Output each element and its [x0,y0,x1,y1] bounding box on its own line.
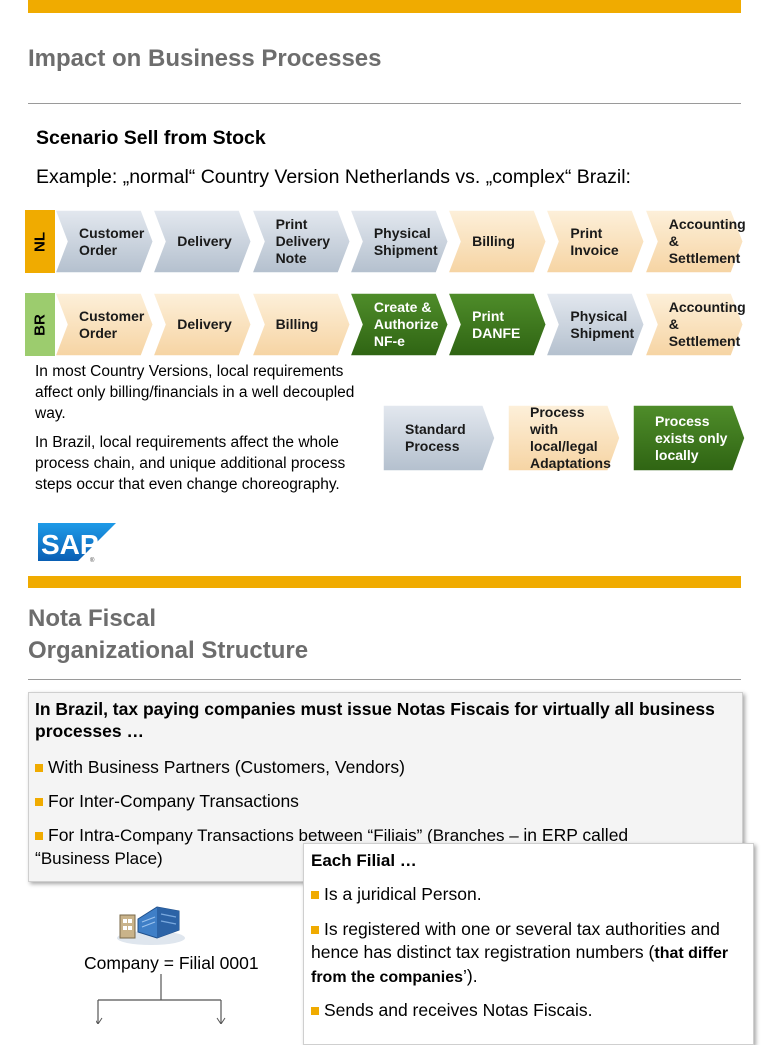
row-tag-nl: NL [25,210,55,273]
paragraph-decoupled: In most Country Versions, local requirem… [35,363,355,422]
bullet-text-e: Business Place) [40,849,163,868]
bullet-text-a: Is registered with one or several tax au… [311,919,720,962]
slide-title: Impact on Business Processes [28,45,382,72]
process-step-label: Physical Shipment [373,224,438,258]
bullet-icon [35,798,43,806]
building-icon [115,898,187,946]
chevron-shape [448,210,547,273]
bullet-text: Is a juridical Person. [324,884,482,904]
box-heading: In Brazil, tax paying companies must iss… [35,699,715,741]
bullet-business-partners: With Business Partners (Customers, Vendo… [35,756,405,779]
chevron-shape [546,210,645,273]
bullet-text-c: ’). [463,966,478,986]
chevron-shape [349,293,449,356]
bullet-icon [311,926,319,934]
bullet-text-b: Company Transactions between “Filiais” (… [119,826,524,845]
bullet-text: With Business Partners (Customers, Vendo… [48,757,405,777]
each-filial-box: Each Filial … Is a juridical Person. Is … [303,843,754,1045]
chevron-shape [508,405,620,471]
process-step-label: Process with local/legal Adaptations [530,404,611,471]
process-step-label: Accounting & Settlement [668,299,746,349]
org-tree-connectors [93,974,226,1025]
chevron-shape [633,405,745,471]
paragraph-brazil-chain: In Brazil, local requirements affect the… [35,434,346,493]
process-step-label: Delivery [177,316,232,332]
row-tag-br: BR [25,293,55,356]
bullet-icon [35,832,43,840]
process-step-label: Customer Order [79,307,145,341]
chevron-shape [153,210,252,273]
filial-bullet-registered: Is registered with one or several tax au… [311,918,741,989]
filial-heading: Each Filial … [311,851,417,870]
bullet-intra-company: For Intra-Company Transactions between “… [35,824,735,870]
process-row-netherlands: NL Customer Order Delivery Print Delivery … [25,210,746,273]
chevron-shape [383,405,495,471]
chevron-shape [55,210,154,273]
bullet-icon [311,1007,319,1015]
process-step-label: Print Delivery Note [275,216,331,266]
bullet-text-a: For Intra- [48,825,120,845]
bullet-inter-company: For Inter-Company Transactions [35,790,299,813]
bullet-text: Sends and receives Notas Fiscais. [324,1000,593,1020]
scenario-subtitle: Scenario Sell from Stock [36,127,266,149]
slide2-title-line2: Organizational Structure [28,637,309,664]
process-step-label: Standard Process [405,421,466,454]
filial-bullet-sends: Sends and receives Notas Fiscais. [311,999,592,1022]
bullet-text-c: in ERP called [523,825,629,845]
process-step-label: Physical Shipment [570,307,635,341]
top-accent-bar [28,0,741,13]
filial-bullet-juridical: Is a juridical Person. [311,883,482,906]
slide2-title-divider [28,679,741,680]
example-line: Example: „normal“ Country Version Nether… [36,166,631,188]
title-divider [28,103,741,104]
process-step-label: Customer Order [79,224,145,258]
process-step-label: Process exists only locally [655,412,728,463]
row-tag-label: BR [31,313,49,336]
process-step-label: Delivery [177,233,232,249]
chevron-shape [55,293,154,356]
process-step-label: Print Invoice [570,224,619,258]
section-accent-bar [28,576,741,588]
bullet-text-d: “ [35,848,41,868]
process-step-label: Billing [472,233,515,249]
row-tag-label: NL [31,231,49,252]
sap-logo-text: SAP [41,529,99,560]
process-step-label: Billing [275,316,319,332]
chevron-shape [251,210,350,273]
bullet-text: For Inter-Company Transactions [48,791,299,811]
chevron-shape [644,210,743,273]
chevron-shape [546,293,645,356]
process-legend: Standard Process Process with local/legal… [383,404,745,471]
slide2-title-line1: Nota Fiscal [28,605,157,632]
chevron-shape [251,293,350,356]
process-step-label: Create & Authorize NF-e [373,299,439,349]
process-step-label: Print DANFE [472,307,521,341]
company-label: Company = Filial 0001 [84,953,259,973]
chevron-shape [644,293,743,356]
svg-text:®: ® [90,557,95,563]
process-row-brazil: BR Customer Order Delivery Billing Create &… [25,293,746,356]
chevron-shape [153,293,252,356]
process-step-label: Accounting & Settlement [668,216,746,266]
chevron-shape [448,293,547,356]
chevron-shape [349,210,449,273]
bullet-icon [311,891,319,899]
sap-logo: SAP ® [38,523,116,564]
bullet-icon [35,764,43,772]
bullet-text-b: that differ from the companies [311,945,729,986]
